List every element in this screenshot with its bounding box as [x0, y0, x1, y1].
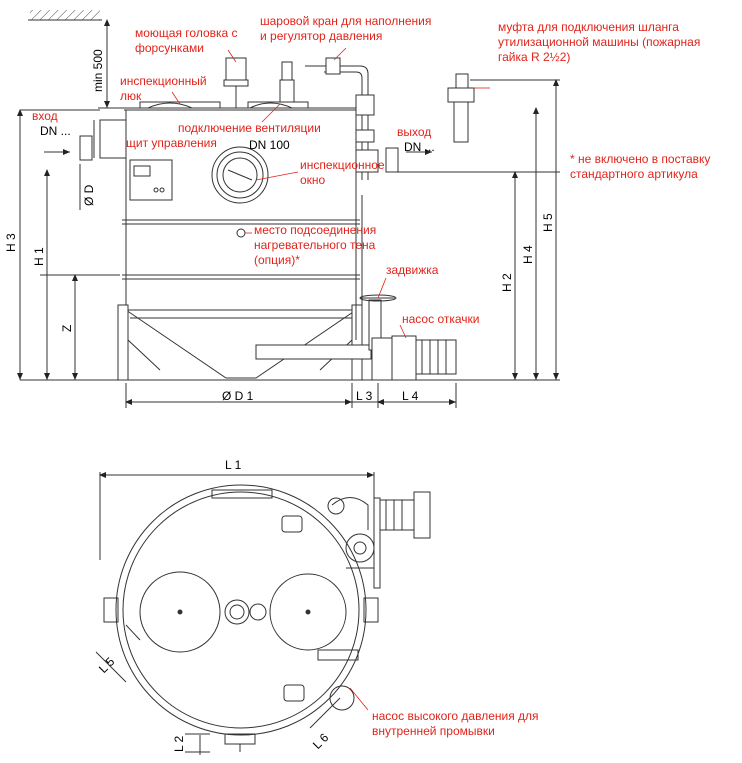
- dim-dn-out: DN ...: [404, 140, 435, 154]
- label-hp-pump: насос высокого давления для внутренней п…: [372, 709, 539, 738]
- drain-pump-motor: [415, 339, 457, 375]
- dim-h4: H 4: [521, 245, 535, 264]
- side-view: [17, 10, 560, 408]
- dim-dn-in: DN ...: [40, 124, 71, 138]
- dim-l2: L 2: [172, 735, 186, 752]
- dim-od1: Ø D 1: [222, 389, 254, 403]
- label-inspection-window: инспекционное окно: [300, 158, 385, 187]
- top-pump: [379, 499, 415, 531]
- dim-h1: H 1: [32, 247, 46, 266]
- label-outlet: выход: [397, 125, 432, 139]
- leader-lines: [171, 47, 490, 711]
- manhole-left: [139, 571, 221, 653]
- label-gate-valve: задвижка: [386, 263, 439, 277]
- dim-dn100: DN 100: [249, 138, 290, 152]
- ceiling-hatch: [30, 10, 100, 20]
- label-not-included: * не включено в поставку стандартного ар…: [570, 152, 711, 181]
- dim-l4: L 4: [402, 389, 419, 403]
- dim-h5: H 5: [541, 213, 555, 232]
- heater-connection: [236, 228, 246, 238]
- tank-top-outline: [115, 484, 367, 736]
- dim-min500: min 500: [91, 49, 105, 92]
- hp-pump: [329, 685, 355, 711]
- dim-h2: H 2: [500, 273, 514, 292]
- hose-coupling: [447, 87, 475, 103]
- dim-l3: L 3: [356, 389, 373, 403]
- dim-h3: H 3: [4, 233, 18, 252]
- label-hose-coupling: муфта для подключения шланга утилизацион…: [498, 20, 701, 64]
- label-drain-pump: насос откачки: [402, 312, 480, 326]
- tank-cone: [124, 309, 358, 379]
- label-inspection-hatch: инспекционный люк: [120, 74, 207, 103]
- dim-l1: L 1: [225, 458, 242, 472]
- label-heater: место подсоединения нагревательного тена…: [254, 223, 377, 267]
- dim-od: Ø D: [82, 184, 96, 206]
- label-control-panel: щит управления: [126, 136, 217, 150]
- label-ventilation: подключение вентиляции: [178, 121, 321, 135]
- drain-pump-body: [391, 335, 417, 381]
- ventilation-stub: [279, 79, 295, 103]
- manhole-right: [269, 573, 347, 651]
- dim-z: Z: [60, 324, 74, 332]
- control-panel: [129, 159, 173, 201]
- inlet-pipe: [99, 119, 127, 159]
- label-inlet: вход: [32, 109, 58, 123]
- filling-pipe: [318, 65, 369, 180]
- label-ball-valve: шаровой кран для наполнения и регулятор …: [260, 14, 432, 43]
- label-washing-head: моющая головка с форсунками: [135, 26, 238, 55]
- outlet-pipe: [355, 149, 379, 173]
- top-view: [95, 472, 431, 755]
